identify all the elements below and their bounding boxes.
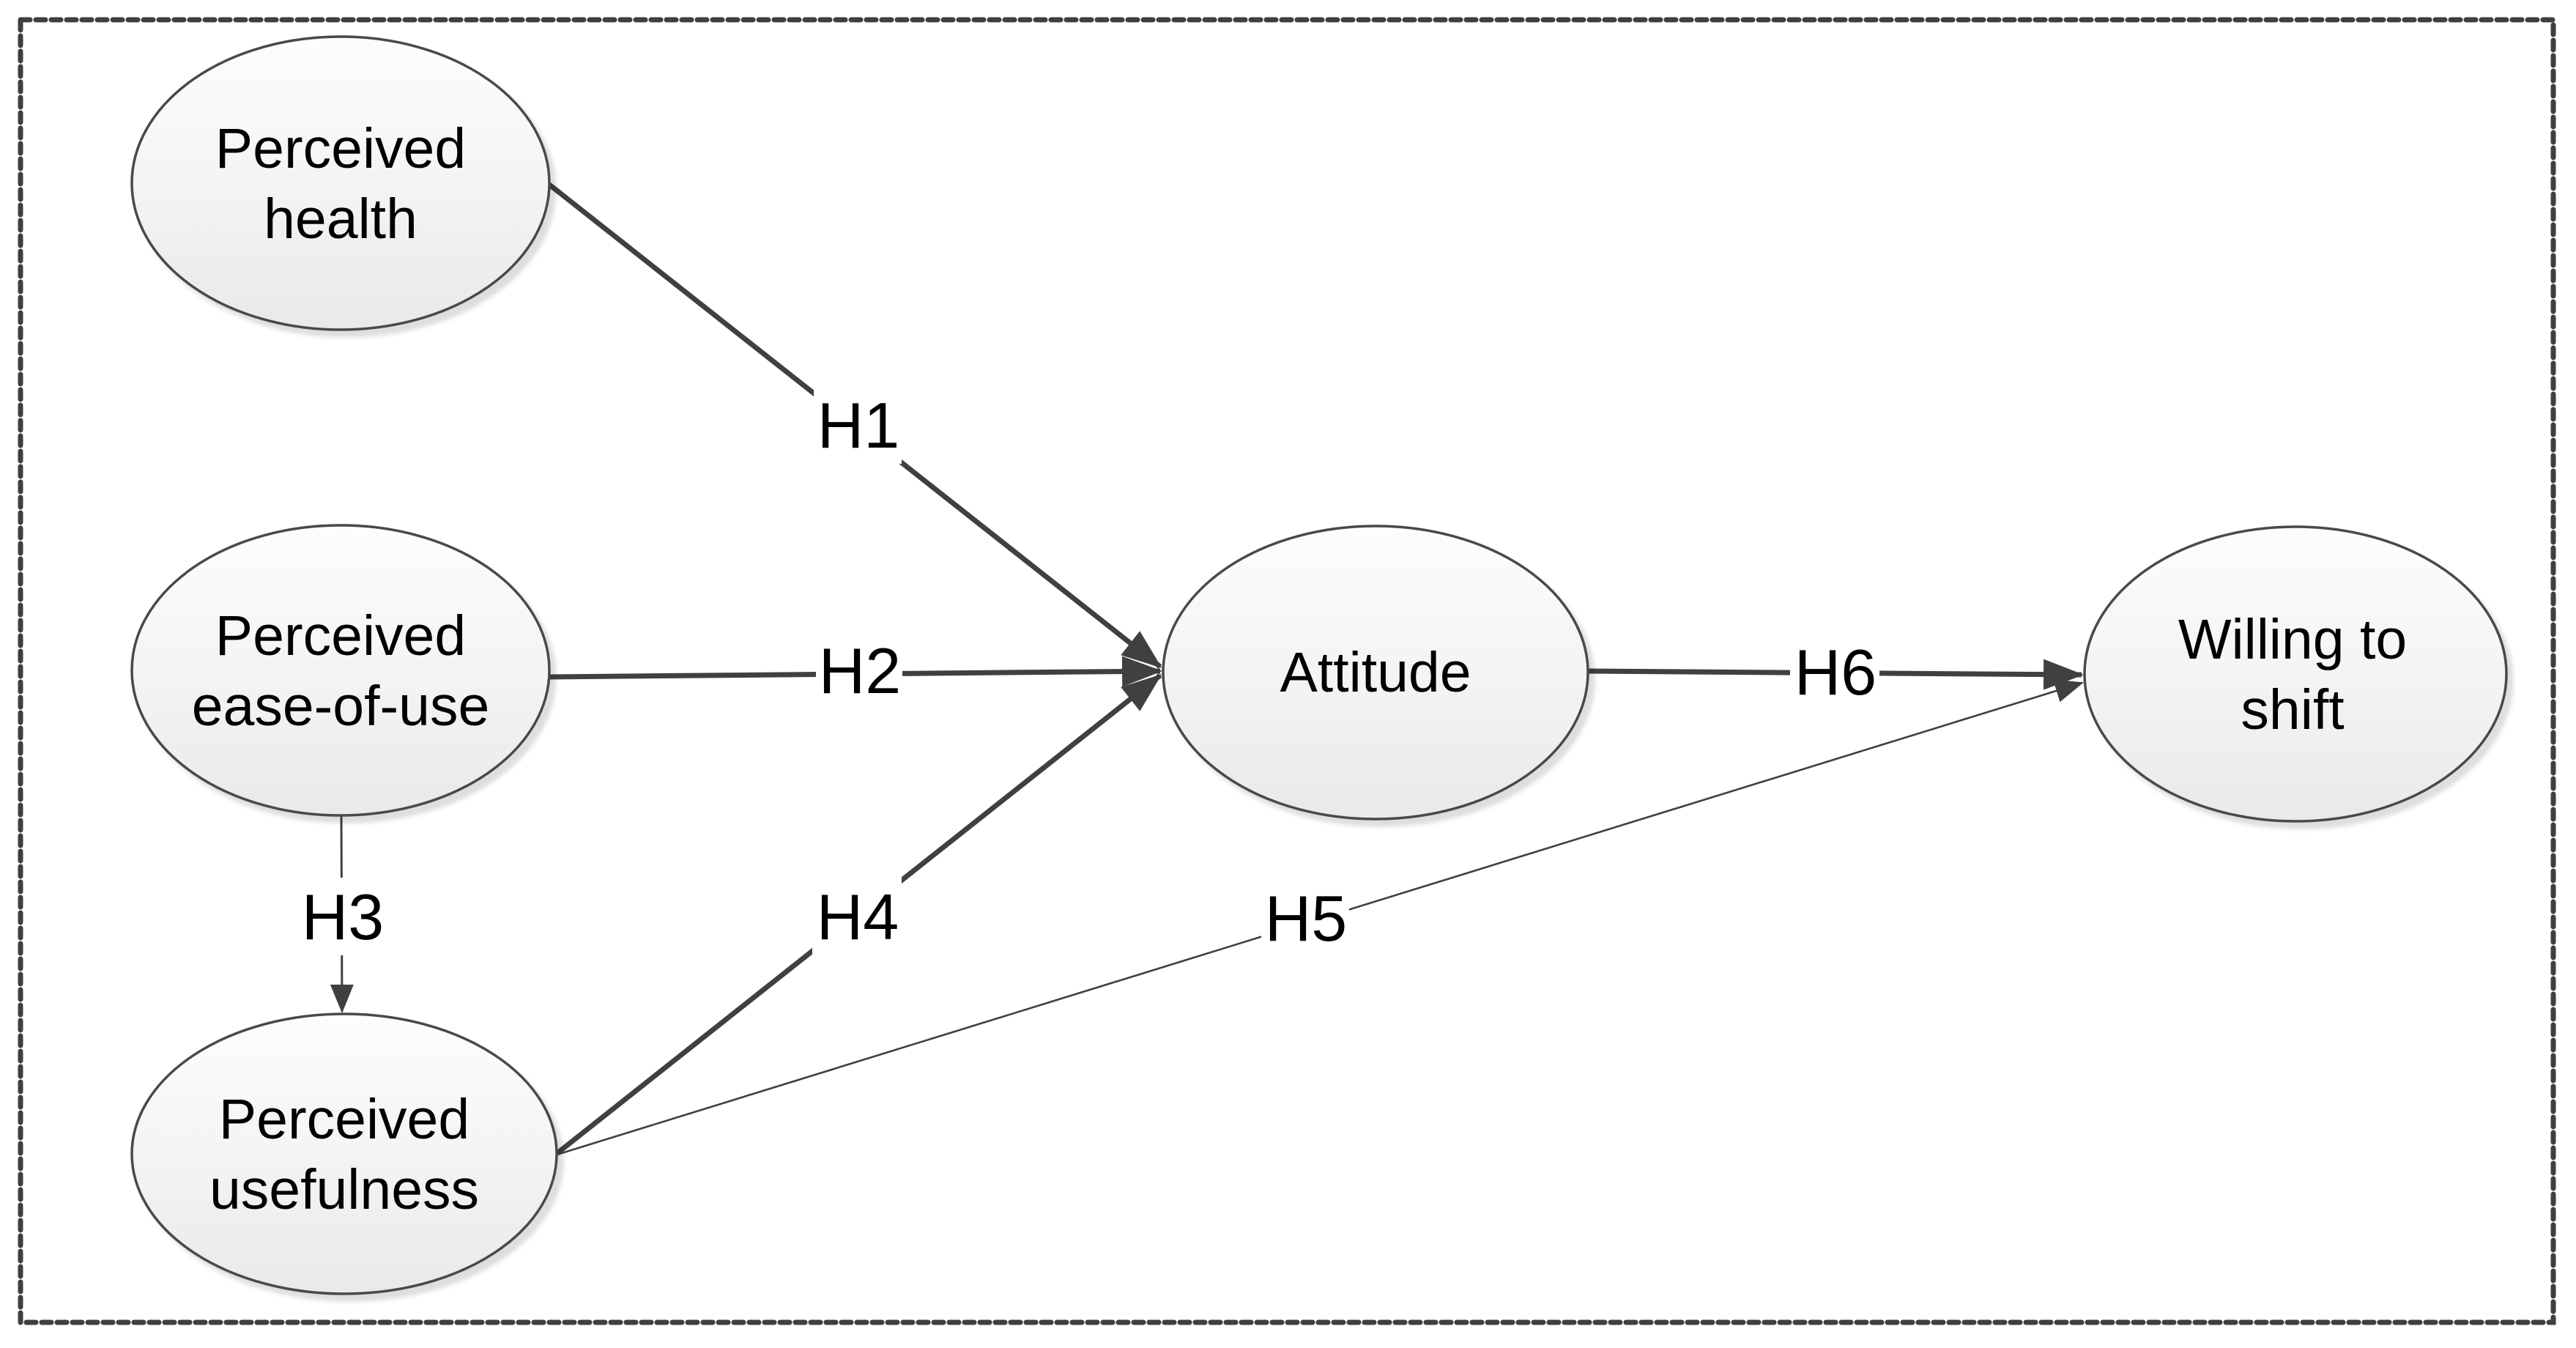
node-perceived-usefulness: Perceived usefulness [130, 1012, 558, 1295]
node-perceived-usefulness-label-line2: usefulness [209, 1158, 479, 1221]
edge-h3-label-gap [299, 878, 385, 955]
node-perceived-health-shape [130, 35, 551, 331]
edge-h6-label-gap [1790, 634, 1879, 709]
edge-labels: H1 H2 H3 H4 H5 H6 [299, 388, 1879, 957]
node-willing-to-shift: Willing to shift [2083, 525, 2508, 823]
node-perceived-ease-of-use-shape [130, 524, 551, 817]
node-perceived-health-label-line2: health [264, 188, 417, 251]
edge-h5-label: H5 [1265, 882, 1348, 955]
nodes: Perceived health Perceived ease-of-use P… [130, 35, 2508, 1295]
node-willing-to-shift-shape [2083, 525, 2508, 823]
diagram-border [18, 17, 2556, 1325]
edge-h5-label-gap [1261, 879, 1349, 955]
node-attitude-label-line1: Attitude [1280, 641, 1471, 704]
node-attitude-shape [1162, 525, 1589, 821]
node-perceived-ease-of-use-label-line1: Perceived [215, 604, 466, 667]
edge-h3-label: H3 [302, 881, 385, 953]
node-perceived-health-label-line1: Perceived [215, 117, 466, 180]
node-perceived-usefulness-shape [130, 1012, 558, 1295]
node-willing-to-shift-label-line1: Willing to [2178, 608, 2407, 671]
edge-h2-label: H2 [819, 634, 902, 707]
edge-h4-label: H4 [817, 881, 899, 953]
node-perceived-ease-of-use-label-line2: ease-of-use [192, 675, 490, 738]
edge-h2-label-gap [816, 632, 902, 708]
node-perceived-usefulness-label-line1: Perceived [219, 1088, 469, 1151]
node-perceived-health: Perceived health [130, 35, 551, 331]
node-attitude: Attitude [1162, 525, 1589, 821]
edge-h6-label: H6 [1794, 636, 1877, 708]
edge-h1-label: H1 [817, 389, 900, 462]
edge-h4-label-gap [812, 875, 902, 957]
node-perceived-ease-of-use: Perceived ease-of-use [130, 524, 551, 817]
node-willing-to-shift-label-line2: shift [2241, 678, 2344, 741]
edge-h1-label-gap [814, 388, 902, 464]
